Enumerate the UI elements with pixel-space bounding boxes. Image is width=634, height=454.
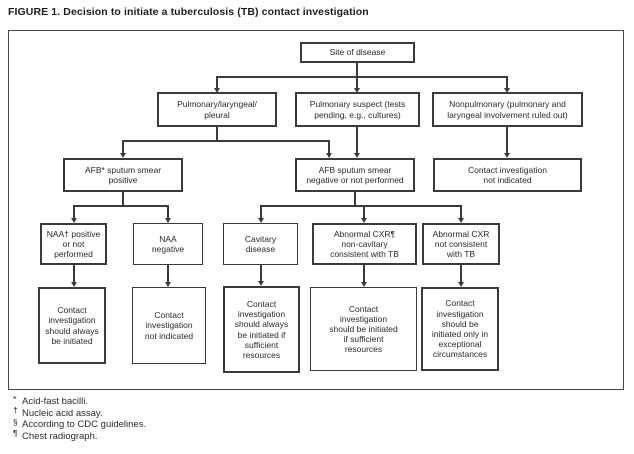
footnote-chest-radiograph: ¶ Chest radiograph. bbox=[13, 428, 146, 443]
footnote-marker: § bbox=[13, 416, 18, 427]
node-site-of-disease: Site of disease bbox=[300, 42, 415, 63]
footnotes: * Acid-fast bacilli. † Nucleic acid assa… bbox=[13, 393, 147, 443]
footnote-cdc-guidelines: § According to CDC guidelines. bbox=[13, 416, 147, 431]
footnote-marker: † bbox=[13, 405, 18, 415]
node-pulmonary-laryngeal-pleural: Pulmonary/laryngeal/pleural bbox=[157, 92, 277, 127]
footnote-text: Nucleic acid assay. bbox=[22, 407, 103, 419]
footnote-text: Acid-fast bacilli. bbox=[22, 396, 88, 407]
footnote-acid-fast-bacilli: * Acid-fast bacilli. bbox=[13, 393, 146, 408]
footnote-nucleic-acid-assay: † Nucleic acid assay. bbox=[13, 405, 146, 420]
footnote-text: Chest radiograph. bbox=[22, 430, 98, 442]
footnote-marker: ¶ bbox=[13, 428, 18, 438]
footnote-marker: * bbox=[13, 393, 17, 404]
figure-title: FIGURE 1. Decision to initiate a tubercu… bbox=[8, 6, 369, 18]
footnote-text: According to CDC guidelines. bbox=[22, 419, 147, 430]
